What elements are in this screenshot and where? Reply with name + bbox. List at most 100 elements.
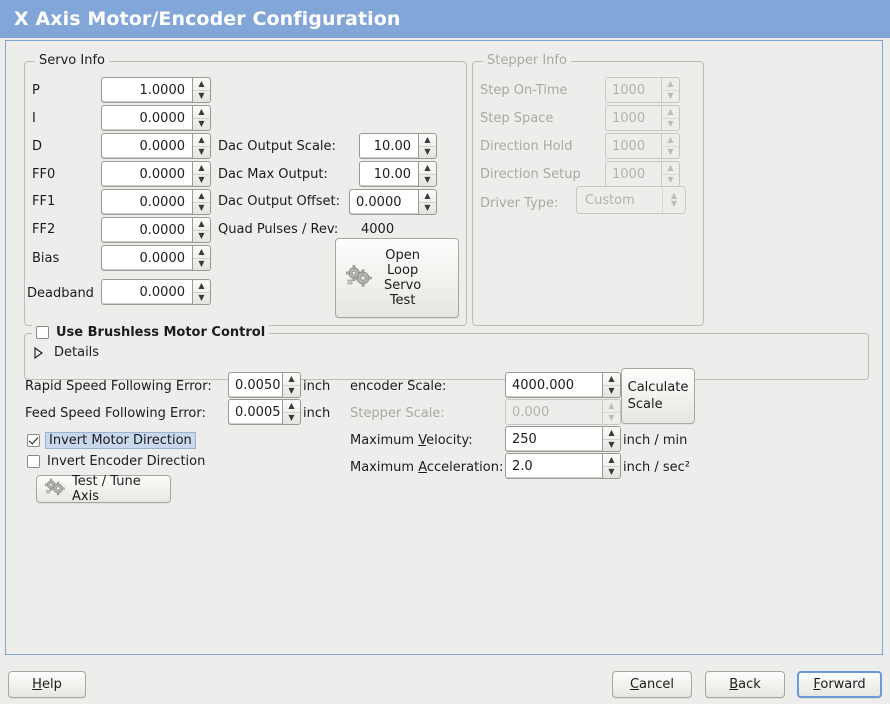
spin-ff2-value[interactable]: 0.0000 <box>101 217 192 243</box>
spin-down-icon[interactable]: ▼ <box>198 91 205 101</box>
chevron-right-icon[interactable] <box>32 346 44 360</box>
spin-ff2[interactable]: 0.0000 ▲▼ <box>101 217 211 243</box>
spin-up-icon[interactable]: ▲ <box>193 246 210 259</box>
spin-up-icon[interactable]: ▲ <box>419 134 436 147</box>
spin-up-icon[interactable]: ▲ <box>193 280 210 293</box>
spin-up-icon[interactable]: ▲ <box>193 190 210 203</box>
invert-encoder-direction-checkbox[interactable] <box>27 455 40 468</box>
spin-down-icon[interactable]: ▼ <box>198 259 205 269</box>
forward-button[interactable]: Forward <box>797 671 882 698</box>
spin-up-icon[interactable]: ▲ <box>283 400 300 413</box>
spin-deadband-value[interactable]: 0.0000 <box>101 279 192 305</box>
spin-dac-output-scale-value[interactable]: 10.00 <box>359 133 418 159</box>
spin-dac-max-output-buttons[interactable]: ▲▼ <box>418 161 437 187</box>
spin-up-icon[interactable]: ▲ <box>603 373 620 386</box>
spin-rapid-following-error-value[interactable]: 0.0050 <box>228 372 282 398</box>
spin-dac-max-output[interactable]: 10.00 ▲▼ <box>359 161 437 187</box>
spin-feed-following-error[interactable]: 0.0005 ▲▼ <box>228 399 301 425</box>
spin-up-icon[interactable]: ▲ <box>603 427 620 440</box>
label-i: I <box>32 111 36 126</box>
use-brushless-checkbox-row[interactable]: Use Brushless Motor Control <box>32 325 270 340</box>
spin-down-icon[interactable]: ▼ <box>608 467 615 477</box>
spin-down-icon[interactable]: ▼ <box>198 147 205 157</box>
spin-ff0-value[interactable]: 0.0000 <box>101 161 192 187</box>
spin-up-icon[interactable]: ▲ <box>419 190 436 203</box>
label-direction-hold: Direction Hold <box>480 139 573 154</box>
spin-ff1[interactable]: 0.0000 ▲▼ <box>101 189 211 215</box>
test-tune-axis-button[interactable]: Test / Tune Axis <box>36 474 171 504</box>
spin-down-icon[interactable]: ▼ <box>198 175 205 185</box>
spin-rapid-following-error[interactable]: 0.0050 ▲▼ <box>228 372 301 398</box>
spin-up-icon[interactable]: ▲ <box>193 218 210 231</box>
spin-maximum-velocity-buttons[interactable]: ▲▼ <box>602 426 621 452</box>
spin-down-icon[interactable]: ▼ <box>608 440 615 450</box>
spin-bias[interactable]: 0.0000 ▲▼ <box>101 245 211 271</box>
spin-down-icon[interactable]: ▼ <box>198 203 205 213</box>
spin-down-icon[interactable]: ▼ <box>288 386 295 396</box>
invert-encoder-direction-row[interactable]: Invert Encoder Direction <box>27 454 205 469</box>
help-button[interactable]: Help <box>8 671 86 698</box>
spin-dac-output-scale-buttons[interactable]: ▲▼ <box>418 133 437 159</box>
spin-feed-following-error-buttons[interactable]: ▲▼ <box>282 399 301 425</box>
spin-up-icon[interactable]: ▲ <box>603 454 620 467</box>
spin-maximum-velocity-value[interactable]: 250 <box>505 426 602 452</box>
spin-down-icon[interactable]: ▼ <box>288 413 295 423</box>
spin-p[interactable]: 1.0000 ▲▼ <box>101 77 211 103</box>
spin-i[interactable]: 0.0000 ▲▼ <box>101 105 211 131</box>
spin-up-icon[interactable]: ▲ <box>193 162 210 175</box>
spin-i-value[interactable]: 0.0000 <box>101 105 192 131</box>
spin-encoder-scale-buttons[interactable]: ▲▼ <box>602 372 621 398</box>
spin-up-icon[interactable]: ▲ <box>193 106 210 119</box>
invert-motor-direction-row[interactable]: Invert Motor Direction <box>27 432 196 449</box>
spin-up-icon[interactable]: ▲ <box>193 134 210 147</box>
spin-ff0[interactable]: 0.0000 ▲▼ <box>101 161 211 187</box>
spin-deadband[interactable]: 0.0000 ▲▼ <box>101 279 211 305</box>
spin-feed-following-error-value[interactable]: 0.0005 <box>228 399 282 425</box>
back-button[interactable]: Back <box>705 671 785 698</box>
spin-bias-buttons[interactable]: ▲▼ <box>192 245 211 271</box>
spin-dac-output-offset-buttons[interactable]: ▲▼ <box>418 189 437 215</box>
spin-bias-value[interactable]: 0.0000 <box>101 245 192 271</box>
spin-maximum-velocity[interactable]: 250 ▲▼ <box>505 426 621 452</box>
cancel-button[interactable]: Cancel <box>612 671 692 698</box>
spin-up-icon[interactable]: ▲ <box>419 162 436 175</box>
invert-motor-direction-checkbox[interactable] <box>27 434 40 447</box>
spin-dac-max-output-value[interactable]: 10.00 <box>359 161 418 187</box>
spin-down-icon[interactable]: ▼ <box>424 175 431 185</box>
calculate-scale-button[interactable]: Calculate Scale <box>621 368 695 424</box>
spin-up-icon[interactable]: ▲ <box>283 373 300 386</box>
spin-ff0-buttons[interactable]: ▲▼ <box>192 161 211 187</box>
details-expander[interactable]: Details <box>32 345 99 360</box>
spin-d-value[interactable]: 0.0000 <box>101 133 192 159</box>
label-dac-max-output: Dac Max Output: <box>218 167 328 182</box>
spin-down-icon[interactable]: ▼ <box>198 231 205 241</box>
spin-dac-output-scale[interactable]: 10.00 ▲▼ <box>359 133 437 159</box>
open-loop-servo-test-button[interactable]: Open Loop Servo Test <box>335 238 459 318</box>
spin-down-icon[interactable]: ▼ <box>608 386 615 396</box>
spin-p-value[interactable]: 1.0000 <box>101 77 192 103</box>
spin-dac-output-offset-value[interactable]: 0.0000 <box>349 189 418 215</box>
spin-ff1-value[interactable]: 0.0000 <box>101 189 192 215</box>
spin-d[interactable]: 0.0000 ▲▼ <box>101 133 211 159</box>
spin-down-icon[interactable]: ▼ <box>424 203 431 213</box>
use-brushless-checkbox[interactable] <box>36 326 49 339</box>
spin-down-icon[interactable]: ▼ <box>198 293 205 303</box>
spin-stepper-scale-buttons: ▲▼ <box>602 399 621 425</box>
spin-down-icon[interactable]: ▼ <box>198 119 205 129</box>
spin-deadband-buttons[interactable]: ▲▼ <box>192 279 211 305</box>
spin-ff1-buttons[interactable]: ▲▼ <box>192 189 211 215</box>
spin-dac-output-offset[interactable]: 0.0000 ▲▼ <box>349 189 437 215</box>
spin-rapid-following-error-buttons[interactable]: ▲▼ <box>282 372 301 398</box>
spin-ff2-buttons[interactable]: ▲▼ <box>192 217 211 243</box>
spin-maximum-acceleration[interactable]: 2.0 ▲▼ <box>505 453 621 479</box>
spin-maximum-acceleration-value[interactable]: 2.0 <box>505 453 602 479</box>
spin-down-icon[interactable]: ▼ <box>424 147 431 157</box>
spin-encoder-scale-value[interactable]: 4000.000 <box>505 372 602 398</box>
spin-i-buttons[interactable]: ▲▼ <box>192 105 211 131</box>
spin-encoder-scale[interactable]: 4000.000 ▲▼ <box>505 372 621 398</box>
spin-maximum-acceleration-buttons[interactable]: ▲▼ <box>602 453 621 479</box>
spin-p-buttons[interactable]: ▲▼ <box>192 77 211 103</box>
spin-d-buttons[interactable]: ▲▼ <box>192 133 211 159</box>
spin-up-icon[interactable]: ▲ <box>193 78 210 91</box>
